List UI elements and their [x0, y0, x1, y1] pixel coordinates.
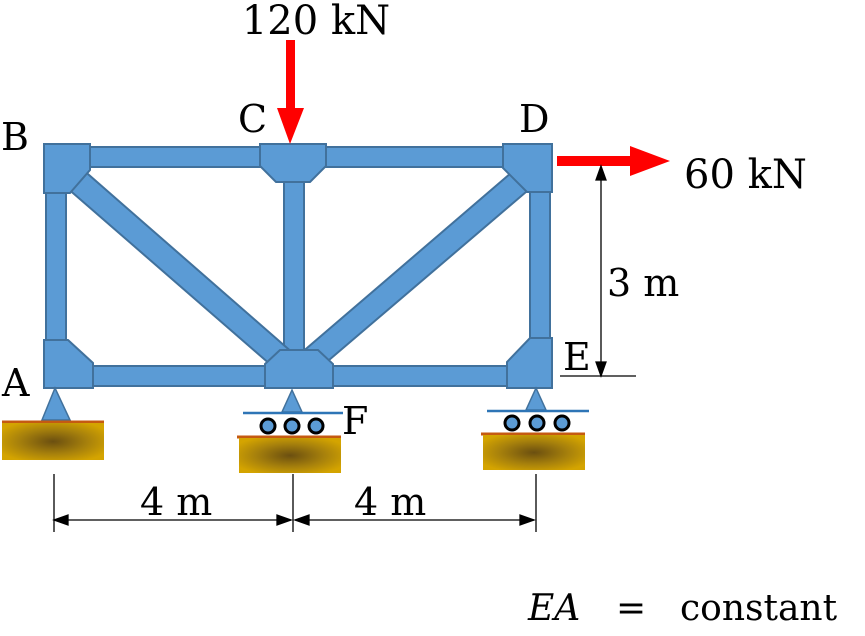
gusset-plates: [43, 143, 553, 389]
pin-support-a: [2, 386, 104, 460]
gusset-e: [506, 337, 553, 389]
ground-block: [239, 438, 341, 473]
note-variable: EA: [527, 588, 580, 629]
member-cf: [283, 166, 305, 367]
stiffness-note: EA = constant: [527, 588, 838, 629]
dim-label-span-right: 4 m: [354, 480, 426, 524]
joint-label-e: E: [563, 335, 591, 379]
load-label-vertical: 120 kN: [242, 0, 390, 44]
dim-label-span-left: 4 m: [140, 480, 212, 524]
roller-wheel: [528, 414, 546, 432]
dim-label-height: 3 m: [607, 261, 679, 305]
dimension-span: [52, 474, 537, 532]
ground-block: [2, 423, 104, 460]
joint-label-f: F: [342, 399, 368, 443]
roller-wheel: [307, 417, 325, 435]
roller-wheel: [503, 414, 521, 432]
support-triangle: [40, 386, 72, 421]
roller-support-e: [481, 386, 589, 470]
gusset-f: [264, 349, 334, 389]
ground-block: [483, 435, 585, 470]
note-equals: =: [616, 588, 646, 629]
gusset-b: [43, 143, 91, 194]
dimension-height: [560, 164, 636, 378]
joint-label-d: D: [519, 97, 549, 141]
member-df: [298, 165, 535, 374]
load-arrow-horizontal: [557, 146, 670, 176]
support-triangle: [280, 388, 304, 413]
joint-label-c: C: [238, 97, 267, 141]
gusset-a: [43, 339, 94, 389]
member-bf: [64, 166, 296, 374]
note-value: constant: [680, 588, 838, 629]
support-triangle: [524, 386, 548, 411]
joint-label-a: A: [1, 361, 30, 405]
load-arrow-vertical: [277, 40, 304, 144]
roller-wheel: [553, 414, 571, 432]
gusset-d: [502, 143, 553, 193]
roller-wheel: [259, 417, 277, 435]
roller-wheel: [283, 417, 301, 435]
load-label-horizontal: 60 kN: [684, 152, 807, 198]
roller-support-f: [237, 388, 343, 473]
joint-label-b: B: [1, 115, 29, 159]
gusset-c: [259, 143, 327, 183]
